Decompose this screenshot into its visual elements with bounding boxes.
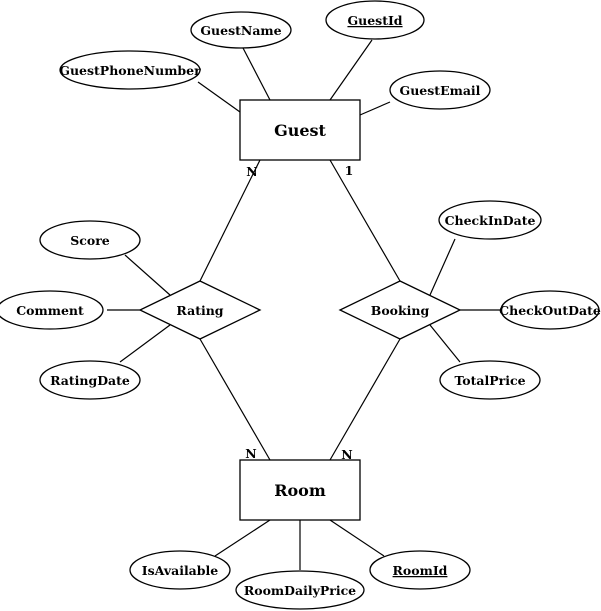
cardinality-guest-rating: N: [246, 164, 257, 179]
attribute-check-out-date[interactable]: CheckOutDate: [499, 290, 601, 330]
attribute-room-daily-price[interactable]: RoomDailyPrice: [235, 570, 365, 610]
svg-text:TotalPrice: TotalPrice: [454, 373, 525, 388]
attribute-score[interactable]: Score: [39, 220, 141, 260]
entity-guest-label: Guest: [274, 121, 326, 140]
svg-text:GuestPhoneNumber: GuestPhoneNumber: [59, 63, 201, 78]
entity-guest[interactable]: Guest: [239, 99, 361, 161]
svg-text:CheckOutDate: CheckOutDate: [499, 303, 601, 318]
entity-room[interactable]: Room: [239, 459, 361, 521]
attribute-total-price[interactable]: TotalPrice: [439, 360, 541, 400]
relationship-booking[interactable]: Booking: [338, 280, 462, 340]
connector-lines: [107, 39, 500, 570]
svg-text:IsAvailable: IsAvailable: [142, 563, 219, 578]
attribute-check-in-date[interactable]: CheckInDate: [438, 200, 542, 240]
svg-text:GuestEmail: GuestEmail: [400, 83, 481, 98]
attribute-guest-email[interactable]: GuestEmail: [389, 70, 491, 110]
svg-text:RoomDailyPrice: RoomDailyPrice: [244, 583, 356, 598]
entity-room-label: Room: [274, 481, 326, 500]
svg-text:Score: Score: [70, 233, 110, 248]
svg-text:CheckInDate: CheckInDate: [445, 213, 536, 228]
cardinality-room-rating: N: [245, 446, 256, 461]
attribute-is-available[interactable]: IsAvailable: [129, 550, 231, 590]
svg-text:RoomId: RoomId: [393, 563, 448, 578]
attribute-guest-phone-number[interactable]: GuestPhoneNumber: [59, 50, 201, 90]
svg-text:Comment: Comment: [16, 303, 84, 318]
svg-text:GuestId: GuestId: [347, 13, 402, 28]
relationship-rating-label: Rating: [176, 303, 223, 318]
svg-text:RatingDate: RatingDate: [50, 373, 130, 388]
cardinality-guest-booking: 1: [345, 163, 354, 178]
svg-text:GuestName: GuestName: [200, 23, 281, 38]
attribute-guest-name[interactable]: GuestName: [190, 11, 292, 49]
attribute-comment[interactable]: Comment: [0, 290, 104, 330]
relationship-booking-label: Booking: [371, 303, 430, 318]
attribute-guest-id[interactable]: GuestId: [325, 0, 425, 40]
attribute-rating-date[interactable]: RatingDate: [39, 360, 141, 400]
attribute-room-id[interactable]: RoomId: [369, 550, 471, 590]
cardinality-room-booking: N: [341, 447, 352, 462]
relationship-rating[interactable]: Rating: [138, 280, 262, 340]
